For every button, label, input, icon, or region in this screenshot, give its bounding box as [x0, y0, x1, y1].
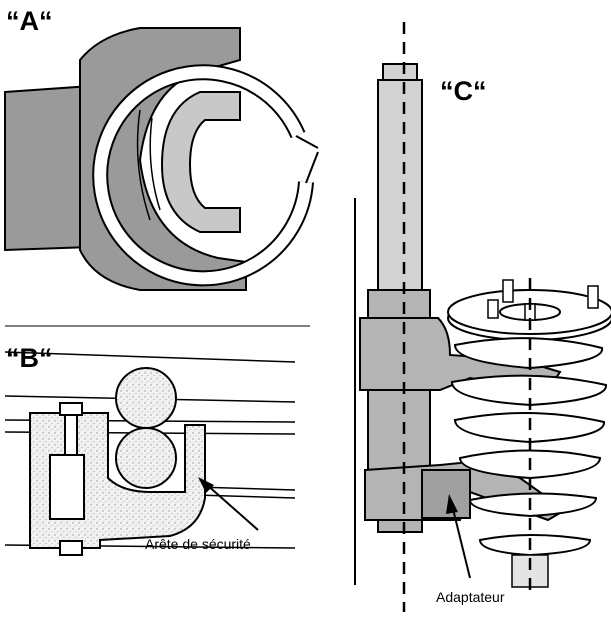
panel-c-illustration [354, 22, 611, 612]
coil-lower [115, 427, 177, 489]
adaptor-callout: Adaptateur [436, 589, 505, 605]
panel-b-label: “B“ [6, 343, 53, 373]
compressor-upper-arm [359, 317, 562, 392]
panel-a-illustration [4, 27, 319, 291]
safety-edge-callout: Arête de sécurité [145, 536, 251, 552]
panel-b-illustration [4, 351, 296, 556]
panel-a-label: “A“ [6, 6, 53, 36]
coil-upper [115, 367, 177, 429]
wrench-jaw [160, 91, 241, 233]
coil-spring [450, 337, 607, 557]
strut-piston-top [382, 63, 418, 81]
adaptor-block [421, 469, 471, 519]
panel-c-label: “C“ [440, 76, 487, 106]
